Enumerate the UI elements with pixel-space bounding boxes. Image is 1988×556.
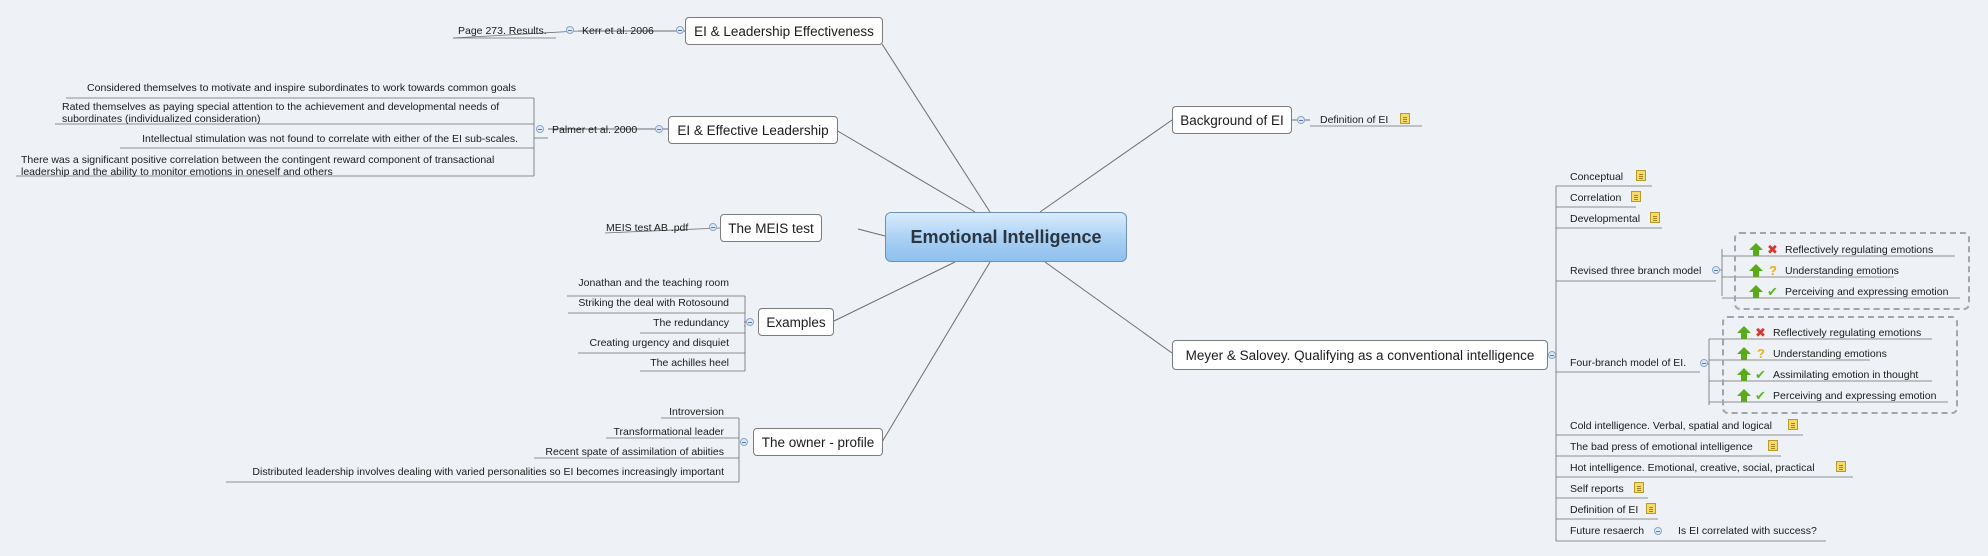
collapse-toggle-icon[interactable]: [566, 26, 574, 34]
leaf-rated-attention[interactable]: Rated themselves as paying special atten…: [62, 101, 500, 113]
collapse-toggle-icon[interactable]: [1297, 116, 1305, 124]
collapse-toggle-icon[interactable]: [709, 223, 717, 231]
leaf-jonathan[interactable]: Jonathan and the teaching room: [578, 277, 729, 289]
leaf-four-perceiving[interactable]: Perceiving and expressing emotion: [1773, 390, 1937, 402]
leaf-definition-of-ei[interactable]: Definition of EI: [1570, 504, 1639, 516]
question-icon: ?: [1769, 263, 1777, 278]
leaf-introversion[interactable]: Introversion: [669, 406, 724, 418]
subtopic-definition-of-ei[interactable]: Definition of EI: [1320, 114, 1389, 126]
leaf-motivate-inspire[interactable]: Considered themselves to motivate and in…: [87, 82, 516, 94]
note-icon[interactable]: [1836, 461, 1846, 472]
priority-up-arrow-icon: [1737, 368, 1751, 381]
note-icon[interactable]: [1636, 170, 1646, 181]
leaf-four-reflectively[interactable]: Reflectively regulating emotions: [1773, 327, 1922, 339]
leaf-intellectual-stimulation[interactable]: Intellectual stimulation was not found t…: [142, 133, 518, 145]
leaf-rated-attention-cont[interactable]: subordinates (individualized considerati…: [62, 113, 261, 125]
question-icon: ?: [1757, 346, 1765, 361]
leaf-four-understanding[interactable]: Understanding emotions: [1773, 348, 1887, 360]
central-topic[interactable]: Emotional Intelligence: [885, 212, 1127, 262]
leaf-hot-intelligence[interactable]: Hot intelligence. Emotional, creative, s…: [1570, 462, 1815, 474]
check-icon: ✔: [1767, 284, 1778, 299]
cross-icon: ✖: [1755, 325, 1766, 340]
subtopic-meis-pdf[interactable]: MEIS test AB .pdf: [606, 222, 689, 234]
note-icon[interactable]: [1634, 482, 1644, 493]
leaf-contingent-reward[interactable]: There was a significant positive correla…: [21, 154, 495, 166]
topic-ei-effective-leadership[interactable]: EI & Effective Leadership: [668, 116, 838, 144]
leaf-three-reflectively[interactable]: Reflectively regulating emotions: [1785, 244, 1934, 256]
topic-meyer-salovey[interactable]: Meyer & Salovey. Qualifying as a convent…: [1172, 340, 1548, 370]
collapse-toggle-icon[interactable]: [1712, 266, 1720, 274]
topic-examples[interactable]: Examples: [758, 308, 834, 336]
leaf-developmental[interactable]: Developmental: [1570, 213, 1641, 225]
leaf-four-assimilating[interactable]: Assimilating emotion in thought: [1773, 369, 1919, 381]
note-icon[interactable]: [1400, 113, 1410, 124]
leaf-distributed-leadership[interactable]: Distributed leadership involves dealing …: [252, 466, 724, 478]
collapse-toggle-icon[interactable]: [676, 26, 684, 34]
leaf-future-research[interactable]: Future resaerch: [1570, 525, 1645, 537]
leaf-revised-three-branch[interactable]: Revised three branch model: [1570, 265, 1702, 277]
collapse-toggle-icon[interactable]: [746, 318, 754, 326]
leaf-redundancy[interactable]: The redundancy: [653, 317, 729, 329]
priority-up-arrow-icon: [1737, 389, 1751, 402]
note-icon[interactable]: [1650, 212, 1660, 223]
cross-icon: ✖: [1767, 242, 1778, 257]
collapse-toggle-icon[interactable]: [1700, 359, 1708, 367]
subtopic-kerr[interactable]: Kerr et al. 2006: [582, 25, 654, 37]
leaf-cold-intelligence[interactable]: Cold intelligence. Verbal, spatial and l…: [1570, 420, 1772, 432]
boundary-three-branch: [1734, 232, 1970, 310]
priority-up-arrow-icon: [1749, 285, 1763, 298]
leaf-transformational[interactable]: Transformational leader: [613, 426, 725, 438]
leaf-self-reports[interactable]: Self reports: [1570, 483, 1624, 495]
leaf-four-branch[interactable]: Four-branch model of EI.: [1570, 357, 1687, 369]
note-icon[interactable]: [1631, 191, 1641, 202]
priority-up-arrow-icon: [1749, 264, 1763, 277]
boundary-four-branch: [1722, 316, 1958, 414]
priority-up-arrow-icon: [1737, 347, 1751, 360]
leaf-conceptual[interactable]: Conceptual: [1570, 171, 1624, 183]
priority-up-arrow-icon: [1737, 326, 1751, 339]
check-icon: ✔: [1755, 367, 1766, 382]
subtopic-page-273[interactable]: Page 273. Results.: [458, 25, 547, 37]
topic-ei-leadership-effectiveness[interactable]: EI & Leadership Effectiveness: [685, 17, 883, 45]
collapse-toggle-icon[interactable]: [1654, 527, 1662, 535]
leaf-rotosound[interactable]: Striking the deal with Rotosound: [578, 297, 729, 309]
leaf-contingent-reward-cont[interactable]: leadership and the ability to monitor em…: [21, 166, 333, 178]
leaf-urgency[interactable]: Creating urgency and disquiet: [589, 337, 729, 349]
note-icon[interactable]: [1768, 440, 1778, 451]
topic-meis-test[interactable]: The MEIS test: [720, 214, 822, 242]
priority-up-arrow-icon: [1749, 243, 1763, 256]
collapse-toggle-icon[interactable]: [1548, 351, 1556, 359]
leaf-three-perceiving[interactable]: Perceiving and expressing emotion: [1785, 286, 1949, 298]
check-icon: ✔: [1755, 388, 1766, 403]
note-icon[interactable]: [1646, 503, 1656, 514]
leaf-achilles[interactable]: The achilles heel: [650, 357, 729, 369]
leaf-three-understanding[interactable]: Understanding emotions: [1785, 265, 1899, 277]
subtopic-palmer[interactable]: Palmer et al. 2000: [552, 124, 638, 136]
leaf-assimilation[interactable]: Recent spate of assimilation of abiities: [545, 446, 724, 458]
leaf-ei-correlated-success[interactable]: Is EI correlated with success?: [1678, 525, 1817, 537]
collapse-toggle-icon[interactable]: [740, 438, 748, 446]
leaf-bad-press[interactable]: The bad press of emotional intelligence: [1570, 441, 1753, 453]
leaf-correlation[interactable]: Correlation: [1570, 192, 1622, 204]
collapse-toggle-icon[interactable]: [655, 125, 663, 133]
topic-owner-profile[interactable]: The owner - profile: [753, 428, 883, 456]
collapse-toggle-icon[interactable]: [536, 125, 544, 133]
topic-background-of-ei[interactable]: Background of EI: [1172, 106, 1292, 134]
note-icon[interactable]: [1788, 419, 1798, 430]
